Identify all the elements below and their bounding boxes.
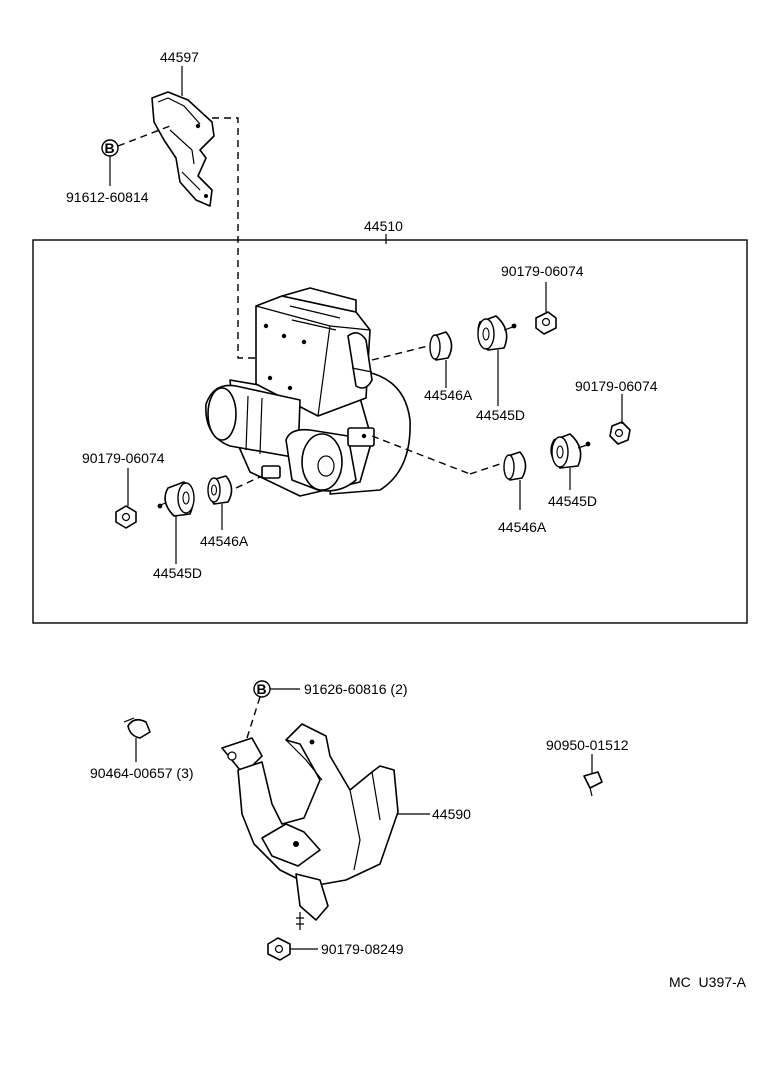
label-44546A-upper: 44546A (424, 387, 473, 403)
grommet-icon (477, 315, 517, 351)
label-91626-60816: 91626-60816 (2) (304, 681, 408, 697)
label-91612-60814: 91612-60814 (66, 189, 149, 205)
label-44597: 44597 (160, 49, 199, 65)
nut-icon (609, 421, 631, 445)
bolt-b-icon: B (101, 139, 119, 157)
label-44546A-right: 44546A (498, 519, 547, 535)
label-44545D-right: 44545D (548, 493, 597, 509)
callout-b-upper: B (105, 140, 115, 156)
diagram-code: MC U397-A (669, 974, 747, 990)
grommet-icon (429, 331, 453, 361)
grommet-icon (207, 475, 233, 505)
bolt-b-icon: B (253, 680, 271, 698)
label-90179-06074-top: 90179-06074 (501, 263, 584, 279)
nut-icon (267, 937, 291, 961)
abs-actuator-icon (205, 287, 411, 497)
clamp-icon (123, 717, 151, 739)
bracket-44590-icon (221, 723, 399, 930)
label-90950-01512: 90950-01512 (546, 737, 629, 753)
assembly-frame (32, 239, 748, 624)
clip-icon (583, 771, 603, 797)
nut-icon (535, 311, 557, 335)
callout-b-lower: B (257, 681, 267, 697)
nut-icon (115, 505, 137, 529)
label-44546A-left: 44546A (200, 533, 249, 549)
label-44545D-left: 44545D (153, 565, 202, 581)
grommet-icon (157, 481, 195, 517)
grommet-icon (550, 433, 591, 469)
label-90179-08249: 90179-08249 (321, 941, 404, 957)
label-44590: 44590 (432, 806, 471, 822)
label-44510: 44510 (364, 218, 403, 234)
grommet-icon (503, 451, 527, 481)
label-90464-00657: 90464-00657 (3) (90, 765, 194, 781)
label-90179-06074-right: 90179-06074 (575, 378, 658, 394)
bracket-44597-icon (151, 91, 215, 207)
label-44545D-upper: 44545D (476, 407, 525, 423)
label-90179-06074-left: 90179-06074 (82, 450, 165, 466)
